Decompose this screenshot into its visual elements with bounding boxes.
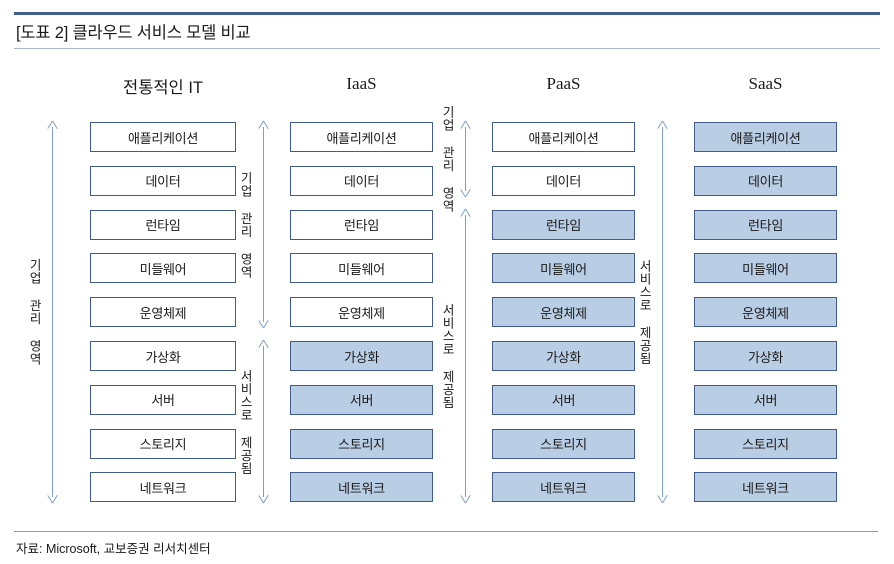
layer-box-saas-1: 데이터 — [694, 165, 837, 196]
layer-box-traditional-it-1: 데이터 — [90, 165, 236, 196]
layer-box-iaas-5: 가상화 — [290, 341, 433, 371]
arrow-head-down-icon — [461, 495, 471, 503]
arrow-label-managed-traditional-it: 기업 관리 영역 — [27, 258, 42, 366]
layer-box-saas-5: 가상화 — [694, 341, 837, 371]
column-title-iaas: IaaS — [346, 74, 377, 93]
layer-box-saas-3: 미들웨어 — [694, 253, 837, 284]
arrow-label-provided-saas: 서비스로 제공됨 — [637, 259, 652, 365]
layer-box-traditional-it-6: 서버 — [90, 384, 236, 415]
arrow-head-down-icon — [48, 495, 58, 503]
footer-rule — [14, 531, 878, 532]
layer-box-paas-8: 네트워크 — [492, 472, 635, 503]
layer-box-iaas-4: 운영체제 — [290, 297, 433, 328]
layer-box-paas-6: 서버 — [492, 384, 635, 415]
header-bottom-rule — [14, 48, 880, 49]
layer-box-paas-0: 애플리케이션 — [492, 122, 635, 152]
layer-box-paas-4: 운영체제 — [492, 297, 635, 328]
arrow-label-managed-paas: 기업 관리 영역 — [440, 105, 455, 213]
arrow-provided-saas — [657, 121, 668, 503]
page-title: [도표 2] 클라우드 서비스 모델 비교 — [16, 24, 251, 42]
layer-box-iaas-3: 미들웨어 — [290, 253, 433, 284]
arrow-head-down-icon — [461, 189, 471, 197]
layer-box-saas-7: 스토리지 — [694, 428, 837, 459]
column-title-saas: SaaS — [748, 74, 783, 93]
layer-box-traditional-it-2: 런타임 — [90, 209, 236, 240]
arrow-label-provided-paas: 서비스로 제공됨 — [440, 303, 455, 409]
arrow-provided-paas — [460, 209, 471, 504]
layer-box-iaas-0: 애플리케이션 — [290, 122, 433, 152]
layer-box-traditional-it-8: 네트워크 — [90, 472, 236, 503]
arrow-shaft — [263, 127, 265, 323]
arrow-label-provided-iaas: 서비스로 제공됨 — [238, 368, 253, 475]
arrow-label-managed-iaas: 기업 관리 영역 — [238, 171, 253, 279]
layer-box-paas-2: 런타임 — [492, 209, 635, 240]
layer-box-iaas-2: 런타임 — [290, 209, 433, 240]
layer-box-saas-6: 서버 — [694, 384, 837, 415]
layer-box-saas-0: 애플리케이션 — [694, 122, 837, 152]
layer-box-traditional-it-4: 운영체제 — [90, 297, 236, 328]
arrow-head-down-icon — [259, 320, 269, 328]
column-title-traditional-it: 전통적인 IT — [123, 79, 203, 97]
layer-box-saas-2: 런타임 — [694, 209, 837, 240]
layer-box-traditional-it-3: 미들웨어 — [90, 253, 236, 284]
arrow-managed-traditional-it — [47, 121, 58, 503]
layer-box-iaas-7: 스토리지 — [290, 428, 433, 459]
arrow-provided-iaas — [258, 340, 269, 503]
arrow-shaft — [662, 127, 664, 498]
arrow-shaft — [465, 214, 467, 498]
arrow-head-down-icon — [658, 495, 668, 503]
layer-box-paas-7: 스토리지 — [492, 428, 635, 459]
header-top-rule — [14, 12, 880, 15]
layer-box-saas-4: 운영체제 — [694, 297, 837, 328]
layer-box-iaas-6: 서버 — [290, 384, 433, 415]
layer-box-paas-1: 데이터 — [492, 165, 635, 196]
layer-box-iaas-1: 데이터 — [290, 165, 433, 196]
layer-box-iaas-8: 네트워크 — [290, 472, 433, 503]
arrow-head-down-icon — [259, 495, 269, 503]
layer-box-paas-5: 가상화 — [492, 341, 635, 371]
layer-box-traditional-it-5: 가상화 — [90, 341, 236, 371]
layer-box-traditional-it-7: 스토리지 — [90, 428, 236, 459]
arrow-managed-paas — [460, 121, 471, 197]
arrow-shaft — [52, 127, 54, 498]
column-title-paas: PaaS — [546, 74, 581, 93]
source-note: 자료: Microsoft, 교보증권 리서치센터 — [16, 542, 211, 556]
arrow-shaft — [263, 346, 265, 498]
layer-box-paas-3: 미들웨어 — [492, 253, 635, 284]
layer-box-saas-8: 네트워크 — [694, 472, 837, 503]
arrow-shaft — [465, 127, 467, 191]
arrow-managed-iaas — [258, 121, 269, 328]
layer-box-traditional-it-0: 애플리케이션 — [90, 122, 236, 152]
